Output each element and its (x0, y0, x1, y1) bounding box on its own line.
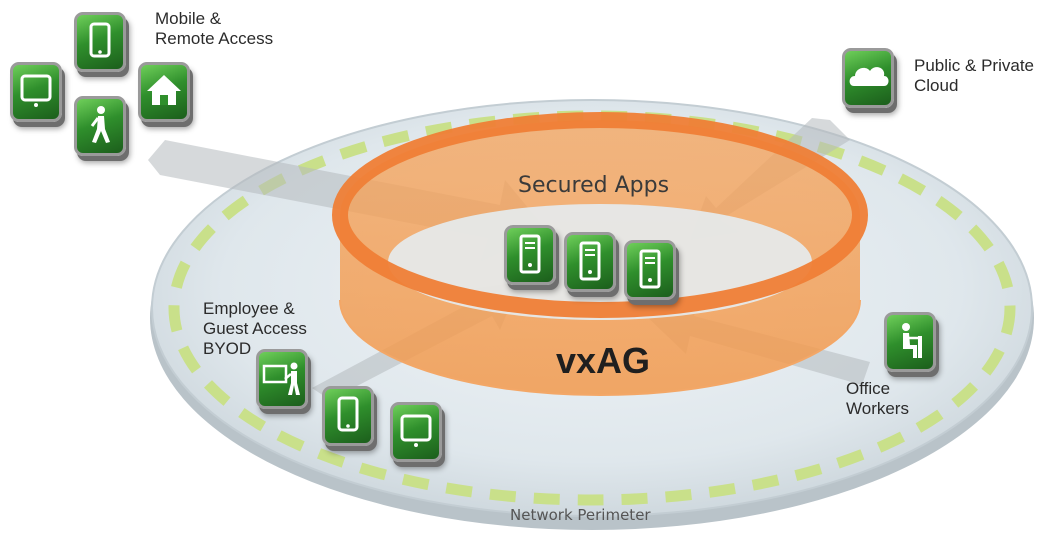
network-perimeter-label: Network Perimeter (510, 506, 651, 524)
office-label: Office Workers (846, 379, 909, 419)
server-icon-3 (624, 240, 676, 304)
mobile-label-line-2: Remote Access (155, 29, 274, 48)
seated-worker-icon (884, 312, 936, 376)
server-icon-1 (504, 225, 556, 289)
cloud-label-line-2: Cloud (914, 76, 959, 95)
presenter-icon (256, 349, 308, 413)
perimeter-dashes (168, 110, 1016, 506)
tablet-icon (10, 62, 62, 126)
smartphone-icon (74, 12, 126, 76)
employee-label-line-2: Guest Access (203, 319, 307, 338)
mobile-remote-label: Mobile & Remote Access (155, 9, 273, 49)
cloud-label-line-1: Public & Private (914, 56, 1034, 75)
office-label-line-1: Office (846, 379, 891, 398)
server-icon-2 (564, 232, 616, 296)
employee-label-line-3: BYOD (203, 339, 252, 358)
home-icon (138, 62, 190, 126)
employee-label-line-1: Employee & (203, 299, 295, 318)
secured-ring-rim (332, 112, 868, 318)
employee-label: Employee & Guest Access BYOD (203, 299, 307, 359)
secured-apps-label: Secured Apps (518, 173, 670, 198)
secured-ring-base (339, 299, 861, 396)
mobile-label-line-1: Mobile & (155, 9, 222, 28)
office-label-line-2: Workers (846, 399, 909, 418)
vxag-label: vxAG (556, 340, 651, 381)
cloud-icon (842, 48, 894, 112)
cloud-label: Public & Private Cloud (914, 56, 1034, 96)
smartphone-icon-2 (322, 386, 374, 450)
tablet-icon-2 (390, 402, 442, 466)
walking-person-icon (74, 96, 126, 160)
